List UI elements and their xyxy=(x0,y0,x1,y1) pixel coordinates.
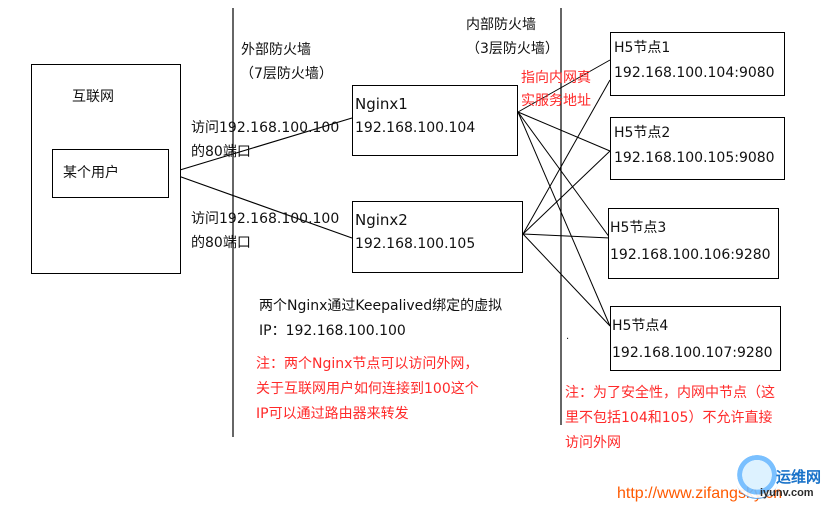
h5-node-2-box xyxy=(610,117,785,180)
virtual-ip-label-line-2: IP：192.168.100.100 xyxy=(259,323,406,339)
h5-node-1-name: H5节点1 xyxy=(614,40,671,56)
access-label-2-line-1: 访问192.168.100.100 xyxy=(191,211,340,227)
pointer-note-line-2: 实服务地址 xyxy=(521,93,591,109)
internet-label: 互联网 xyxy=(72,89,114,105)
user-box xyxy=(52,149,169,198)
h5-node-2-ip: 192.168.100.105:9080 xyxy=(614,150,775,166)
watermark-site-name: 运维网 xyxy=(776,469,822,486)
nginx2-to-h5-3-line xyxy=(522,233,611,239)
external-firewall-label-line-2: （7层防火墙） xyxy=(240,66,333,82)
internal-firewall-label-line-2: （3层防火墙） xyxy=(466,41,559,57)
watermark-site-sub: iyunv.com xyxy=(760,487,814,499)
h5-node-3-ip: 192.168.100.106:9280 xyxy=(610,247,771,263)
nginx1-name: Nginx1 xyxy=(355,95,408,113)
left-note-line-3: IP可以通过路由器来转发 xyxy=(256,406,409,422)
left-note-line-1: 注：两个Nginx节点可以访问外网， xyxy=(256,356,479,372)
access-label-1-line-2: 的80端口 xyxy=(191,144,251,160)
access-label-1-line-1: 访问192.168.100.100 xyxy=(191,120,340,136)
external-firewall-label-line-1: 外部防火墙 xyxy=(241,42,311,58)
nginx1-ip: 192.168.100.104 xyxy=(355,120,476,136)
internal-firewall-label-line-1: 内部防火墙 xyxy=(466,17,536,33)
h5-node-1-box xyxy=(610,32,785,96)
h5-node-3-box xyxy=(608,208,779,279)
left-note-line-2: 关于互联网用户如何连接到100这个 xyxy=(256,381,479,397)
nginx2-to-h5-4-line xyxy=(522,233,611,327)
h5-node-4-name: H5节点4 xyxy=(612,318,669,334)
h5-node-3-name: H5节点3 xyxy=(610,220,667,236)
right-note-line-2: 里不包括104和105）不允许直接 xyxy=(565,410,773,426)
access-label-2-line-2: 的80端口 xyxy=(191,235,251,251)
h5-node-4-box xyxy=(610,306,781,371)
watermark-logo-icon xyxy=(735,455,779,499)
nginx2-name: Nginx2 xyxy=(355,211,408,229)
user-to-nginx2-line xyxy=(169,172,353,239)
nginx2-to-h5-2-line xyxy=(522,150,611,235)
nginx1-to-h5-2-line xyxy=(517,111,611,152)
right-note-line-3: 访问外网 xyxy=(565,435,621,451)
nginx1-box xyxy=(352,85,518,156)
nginx2-ip: 192.168.100.105 xyxy=(355,236,476,252)
dot-mark: . xyxy=(566,331,570,342)
h5-node-1-ip: 192.168.100.104:9080 xyxy=(614,65,775,81)
h5-node-4-ip: 192.168.100.107:9280 xyxy=(612,345,773,361)
nginx1-to-h5-4-line xyxy=(517,111,611,327)
nginx1-to-h5-3-line xyxy=(517,111,611,239)
user-label: 某个用户 xyxy=(63,165,119,181)
h5-node-2-name: H5节点2 xyxy=(614,125,671,141)
virtual-ip-label-line-1: 两个Nginx通过Keepalived绑定的虚拟 xyxy=(259,298,503,314)
right-note-line-1: 注：为了安全性，内网中节点（这 xyxy=(565,385,775,401)
pointer-note-line-1: 指向内网真 xyxy=(521,70,591,86)
nginx2-box xyxy=(352,201,523,273)
